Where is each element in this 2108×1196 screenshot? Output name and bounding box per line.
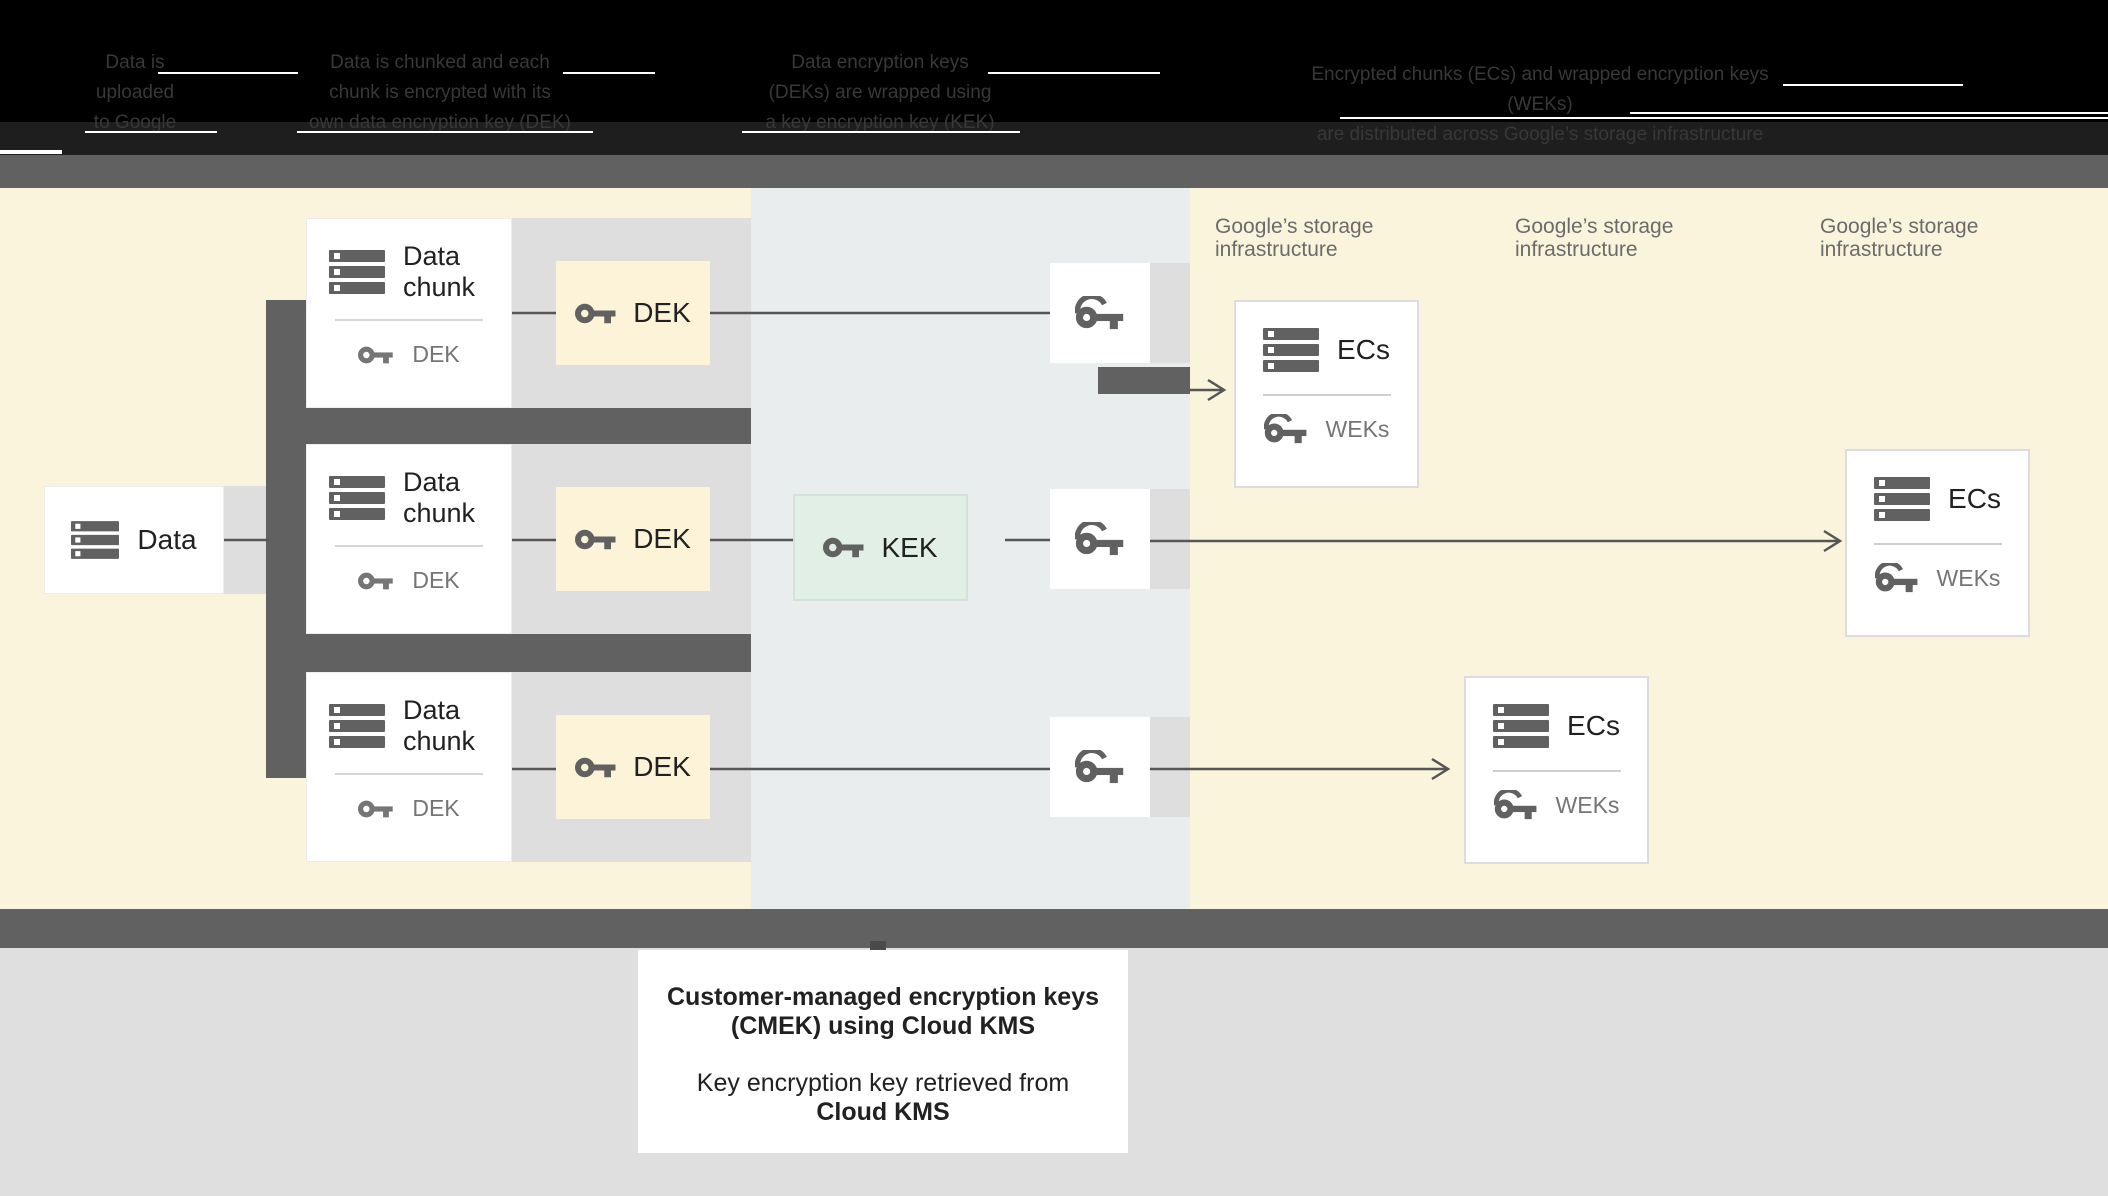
dek-box: DEK <box>556 715 710 819</box>
ecs-box: ECs WEKs <box>1845 449 2030 637</box>
server-icon <box>329 704 385 748</box>
header-step-2-line: own data encryption key (DEK) <box>309 112 571 133</box>
glitch-line <box>563 72 655 74</box>
data-chunk-box: Data chunk DEK <box>306 218 512 408</box>
key-icon <box>823 536 865 559</box>
header-band-lower <box>0 122 2108 155</box>
header-step-2: Data is chunked and each chunk is encryp… <box>285 48 595 138</box>
fanout-horizontal-bar <box>266 408 751 444</box>
kek-box-label: KEK <box>881 531 938 563</box>
key-icon <box>358 799 394 819</box>
key-icon <box>358 345 394 365</box>
arrowhead <box>1207 378 1227 402</box>
header-step-3-line: a key encryption key (KEK) <box>765 112 995 133</box>
header-step-4: Encrypted chunks (ECs) and wrapped encry… <box>1285 60 1795 150</box>
wrapped-key-box <box>1050 263 1150 363</box>
header-step-2-line: chunk is encrypted with its <box>329 82 551 103</box>
glitch-line <box>158 72 298 74</box>
header-step-4-line: are distributed across Google’s storage … <box>1316 124 1764 145</box>
arrowhead <box>1431 757 1451 781</box>
wrapped-key-box <box>1050 717 1150 817</box>
wrapped-key-icon <box>1875 563 1919 593</box>
caption-title-line: Customer-managed encryption keys <box>666 983 1100 1011</box>
header-step-1-line: Data is <box>105 52 165 73</box>
glitch-line <box>1783 84 1963 86</box>
caption-body-line: Key encryption key retrieved from <box>696 1069 1070 1097</box>
caption-tick <box>870 941 886 950</box>
wrapped-key-icon <box>1494 790 1538 820</box>
ecs-label: ECs <box>1337 334 1390 365</box>
glitch-line <box>0 150 62 154</box>
data-chunk-box: Data chunk DEK <box>306 672 512 862</box>
wrapped-key-stub <box>1150 263 1190 363</box>
header-step-2-line: Data is chunked and each <box>330 52 550 73</box>
glitch-line <box>85 131 217 133</box>
divider-band-bottom <box>0 909 2108 948</box>
wrapped-key-icon <box>1075 750 1125 784</box>
data-box: Data <box>44 486 224 594</box>
header-step-1-line: to Google <box>93 112 177 133</box>
kek-box: KEK <box>793 494 968 601</box>
data-box-label: Data <box>137 524 197 555</box>
dek-box-label: DEK <box>633 751 691 782</box>
server-icon <box>71 521 119 559</box>
wrapped-key-out-bar <box>1098 367 1190 394</box>
chunk-dek-label: DEK <box>412 567 460 593</box>
fanout-horizontal-bar <box>266 634 751 672</box>
wrapped-key-icon <box>1075 522 1125 556</box>
server-icon <box>329 250 385 294</box>
caption-body-line: Cloud KMS <box>816 1098 950 1126</box>
key-icon <box>575 302 617 325</box>
caption-box: Customer-managed encryption keys (CMEK) … <box>638 950 1128 1153</box>
glitch-line <box>297 131 593 133</box>
arrowhead <box>1823 529 1843 553</box>
ecs-label: ECs <box>1567 710 1620 741</box>
storage-infrastructure-label: Google’s storage infrastructure <box>1820 215 1979 261</box>
header-step-1-line: uploaded <box>95 82 175 103</box>
glitch-line <box>1630 112 2108 114</box>
server-icon <box>1493 704 1549 748</box>
dek-box-label: DEK <box>633 523 691 554</box>
header-step-3-line: (DEKs) are wrapped using <box>768 82 992 103</box>
weks-label: WEKs <box>1325 415 1390 442</box>
dek-box-label: DEK <box>633 297 691 328</box>
header-step-3-line: Data encryption keys <box>791 52 969 73</box>
header-step-1: Data is uploaded to Google <box>55 48 215 138</box>
data-chunk-title: Data chunk <box>403 695 476 756</box>
storage-infrastructure-label: Google’s storage infrastructure <box>1215 215 1374 261</box>
wrapped-key-icon <box>1264 414 1308 444</box>
header-step-3: Data encryption keys (DEKs) are wrapped … <box>735 48 1025 138</box>
key-icon <box>575 528 617 551</box>
fanout-vertical-bar <box>266 300 312 778</box>
dek-box: DEK <box>556 261 710 365</box>
dek-box: DEK <box>556 487 710 591</box>
weks-label: WEKs <box>1555 791 1620 818</box>
server-icon <box>1874 477 1930 521</box>
weks-label: WEKs <box>1936 564 2001 591</box>
server-icon <box>1263 328 1319 372</box>
key-icon <box>358 571 394 591</box>
header-step-4-line: Encrypted chunks (ECs) and wrapped encry… <box>1311 64 1769 115</box>
caption-title-line: (CMEK) using Cloud KMS <box>730 1012 1036 1040</box>
divider-band-top <box>0 155 2108 188</box>
glitch-line <box>742 131 1020 133</box>
data-chunk-title: Data chunk <box>403 467 476 528</box>
wrapped-key-stub <box>1150 489 1190 589</box>
server-icon <box>329 476 385 520</box>
storage-infrastructure-label: Google’s storage infrastructure <box>1515 215 1674 261</box>
glitch-line <box>1340 117 2108 119</box>
wrapped-key-stub <box>1150 717 1190 817</box>
ecs-box: ECs WEKs <box>1234 300 1419 488</box>
data-chunk-title: Data chunk <box>403 241 476 302</box>
chunk-dek-label: DEK <box>412 341 460 367</box>
glitch-line <box>988 72 1160 74</box>
chunk-dek-label: DEK <box>412 795 460 821</box>
key-icon <box>575 756 617 779</box>
ecs-box: ECs WEKs <box>1464 676 1649 864</box>
wrapped-key-icon <box>1075 296 1125 330</box>
wrapped-key-box <box>1050 489 1150 589</box>
ecs-label: ECs <box>1948 483 2001 514</box>
data-chunk-box: Data chunk DEK <box>306 444 512 634</box>
